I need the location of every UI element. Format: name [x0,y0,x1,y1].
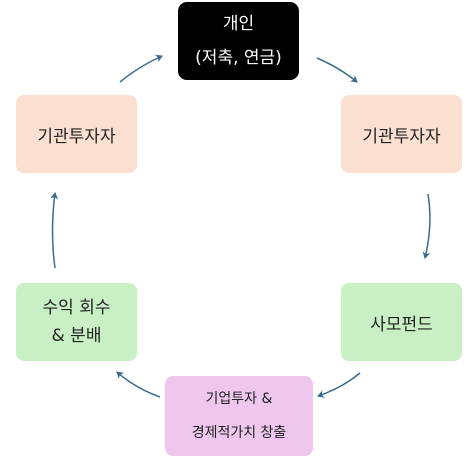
arrow-return-to-institution-left [50,192,59,269]
corporate-investment-label: 기업투자 & [205,391,273,407]
individual-sublabel: (저축, 연금) [195,48,282,68]
arrow-institution-left-to-individual [119,54,163,83]
institutional-investor-left-label: 기관투자자 [37,126,116,147]
arrow-invest-to-return [116,371,161,398]
node-private-equity-fund: 사모펀드 [341,283,462,361]
node-institutional-investor-left: 기관투자자 [16,95,137,173]
arrow-pe-fund-to-invest [317,372,361,398]
institutional-investor-right-label: 기관투자자 [362,126,441,147]
individual-label: 개인 [222,14,255,34]
node-return-distribution: 수익 회수 & 분배 [16,283,137,361]
node-corporate-investment: 기업투자 & 경제적가치 창출 [165,376,313,456]
return-distribution-sublabel: & 분배 [51,326,102,346]
corporate-investment-sublabel: 경제적가치 창출 [191,425,287,441]
node-individual: 개인 (저축, 연금) [178,2,299,80]
return-distribution-label: 수익 회수 [42,298,111,318]
node-institutional-investor-right: 기관투자자 [341,95,462,173]
arrow-individual-to-institution-right [316,57,358,83]
private-equity-fund-label: 사모펀드 [370,314,433,335]
arrow-institution-right-to-pe-fund [422,193,431,259]
